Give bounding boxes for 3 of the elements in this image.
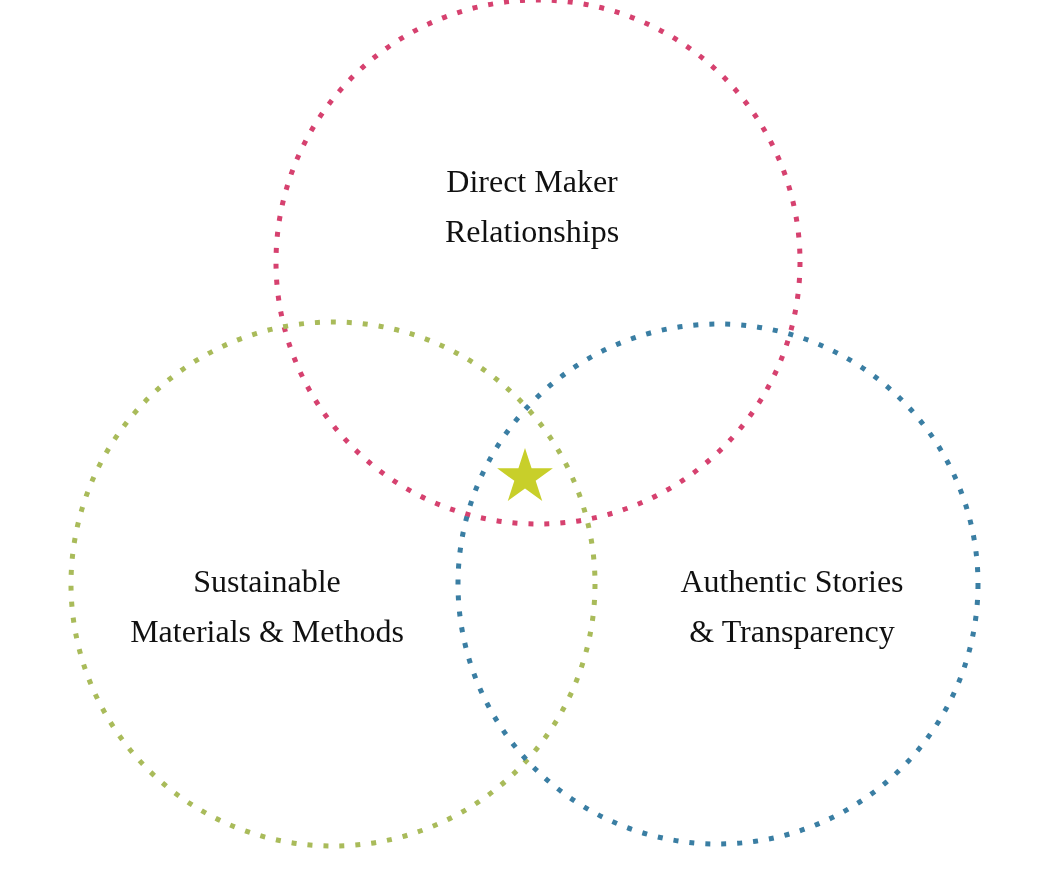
circle-label: Sustainable Materials & Methods	[130, 562, 404, 651]
circle-label: Direct Maker Relationships	[444, 162, 620, 251]
circle-label: Authentic Stories & Transparency	[680, 562, 904, 651]
